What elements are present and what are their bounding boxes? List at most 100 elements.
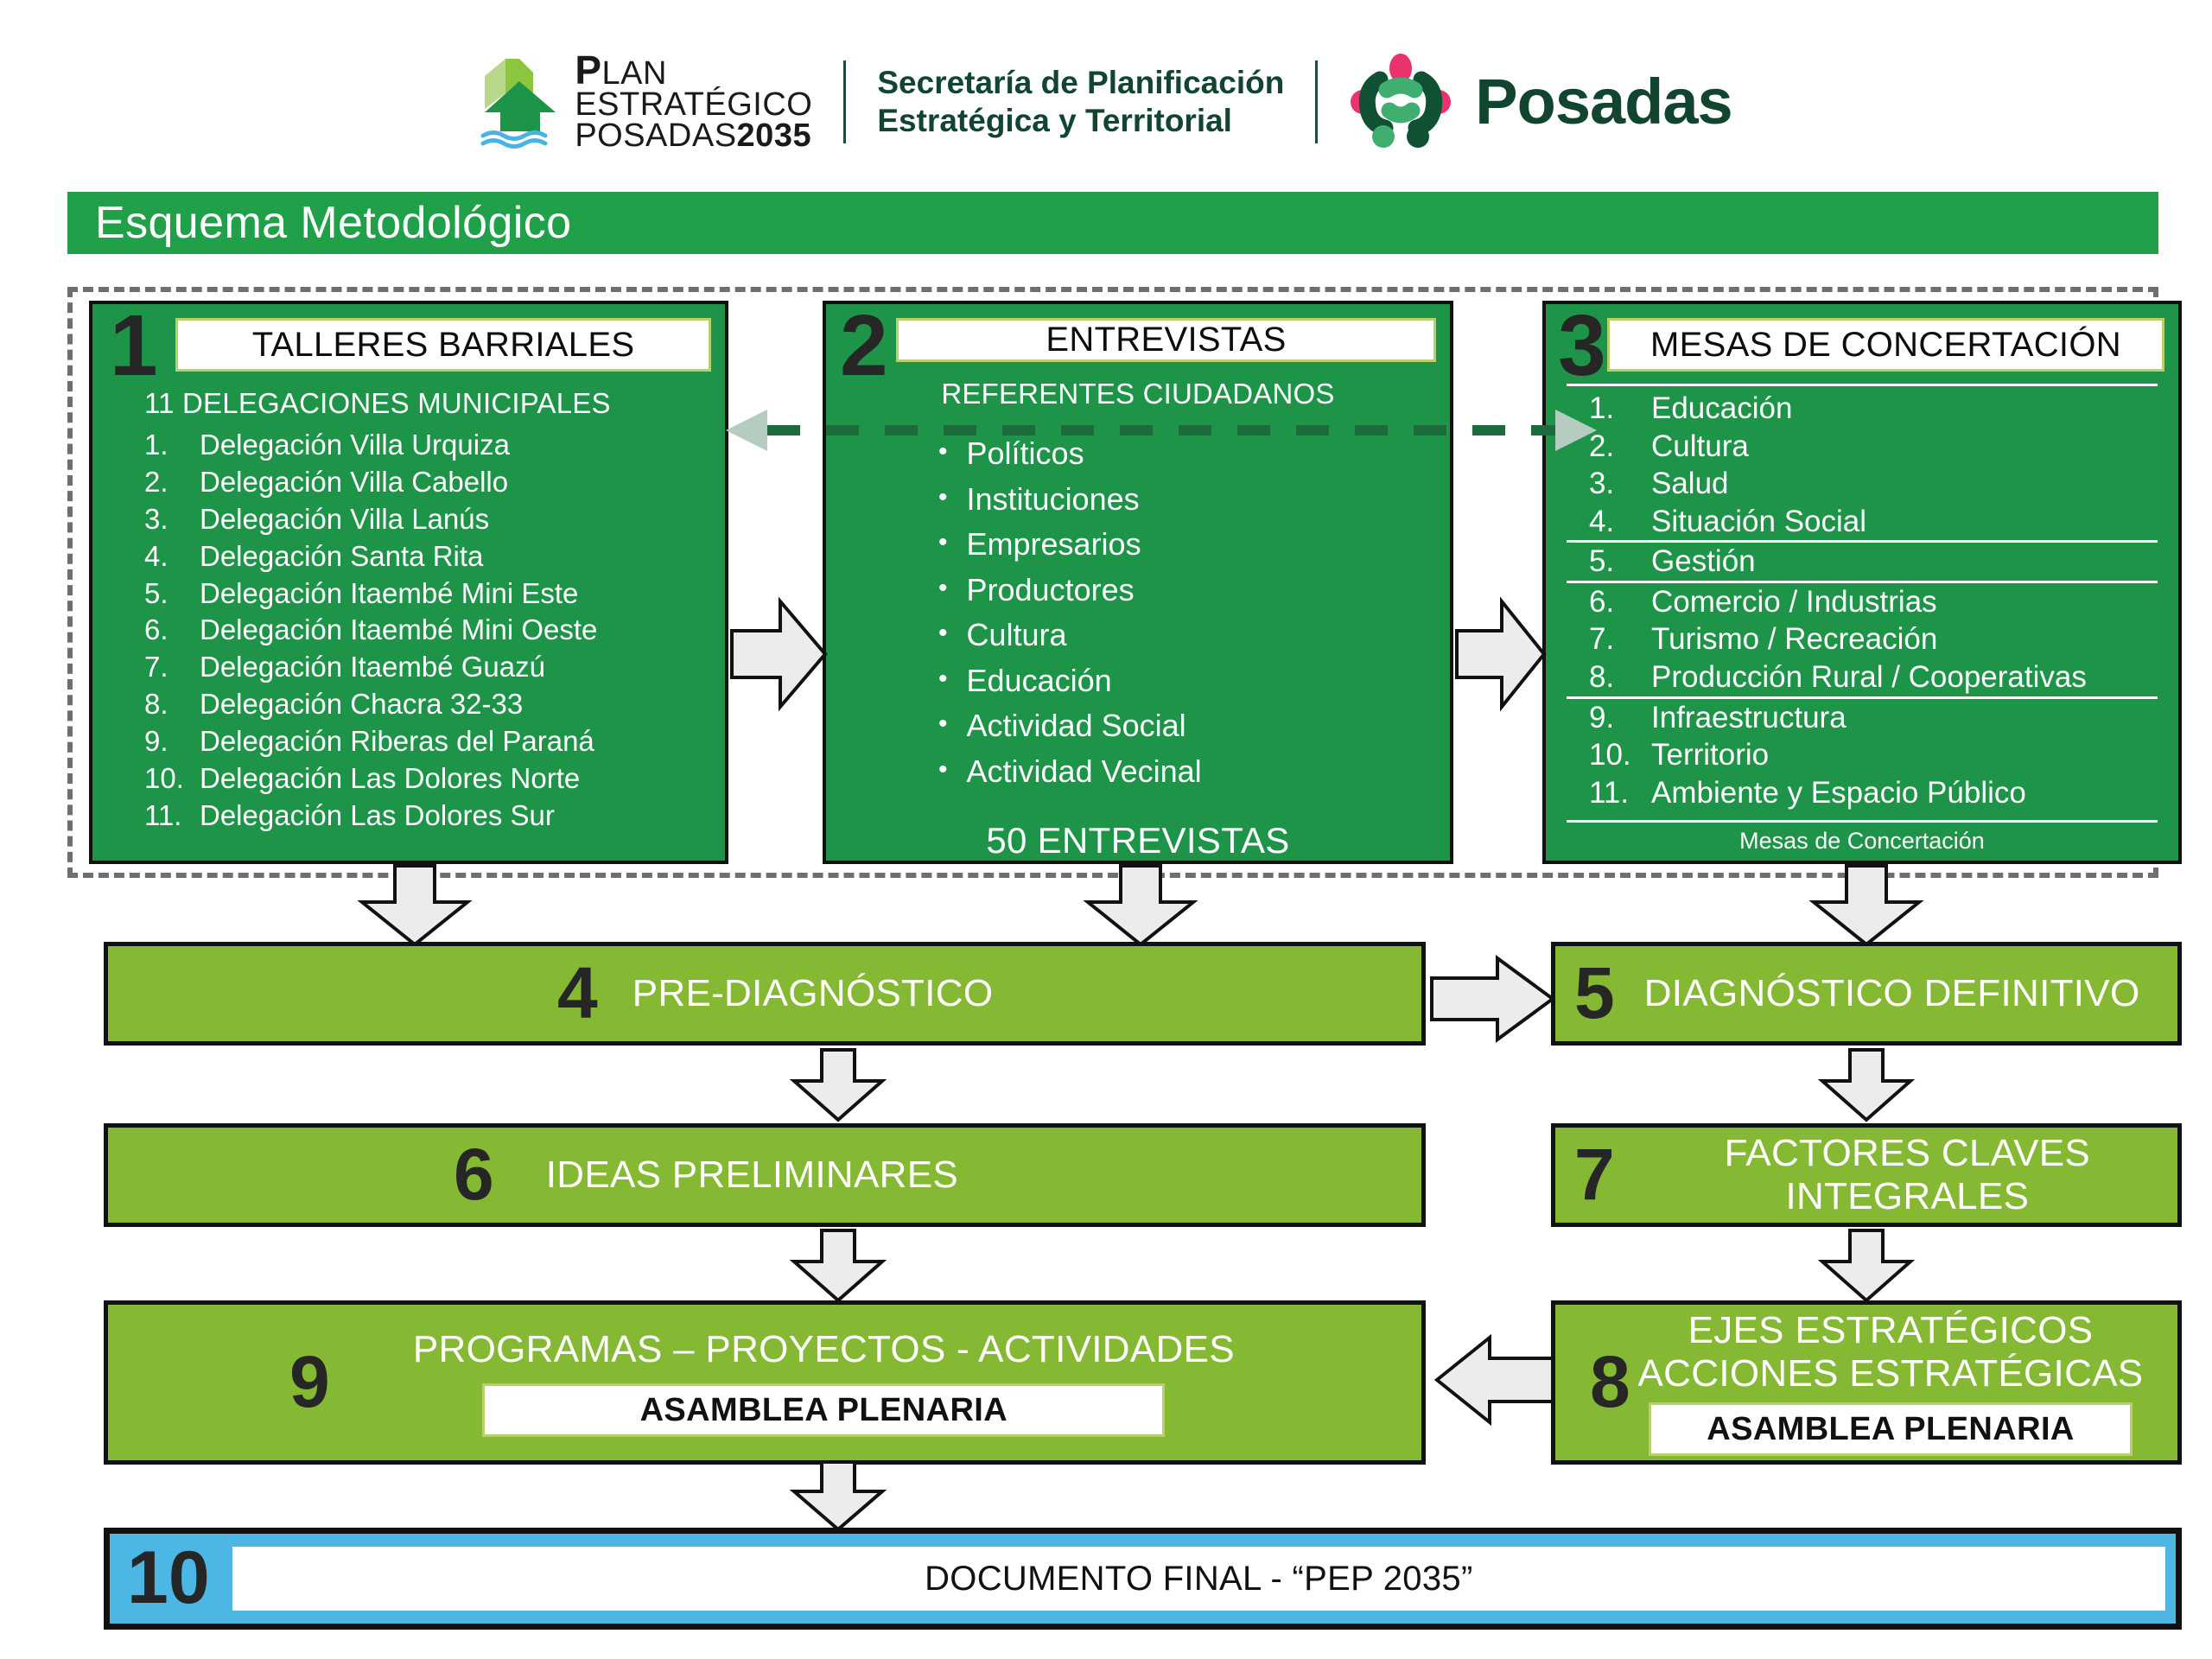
box-2-heading: ENTREVISTAS — [896, 318, 1436, 362]
arrow-box7-down — [1817, 1229, 1916, 1303]
box-1-list-item: 11.Delegación Las Dolores Sur — [144, 798, 725, 835]
box-1-talleres-barriales[interactable]: 1 TALLERES BARRIALES 11 DELEGACIONES MUN… — [89, 301, 728, 864]
box-10-document-label-text: DOCUMENTO FINAL - “PEP 2035” — [925, 1559, 1473, 1598]
box-1-item-number: 6. — [144, 613, 168, 646]
box-9-asamblea-plenaria-text: ASAMBLEA PLENARIA — [639, 1391, 1008, 1428]
box-2-item-label: Instituciones — [966, 480, 1140, 517]
box-1-item-number: 4. — [144, 539, 168, 572]
secretaria-line-1: Secretaría de Planificación — [877, 64, 1285, 100]
box-3-item-number: 9. — [1589, 700, 1615, 734]
box-3-item-number: 11. — [1589, 775, 1630, 810]
box-3-list-item: 2.Cultura — [1567, 428, 2158, 466]
box-3-item-label: Comercio / Industrias — [1651, 584, 1937, 619]
box-2-entrevistas[interactable]: 2 ENTREVISTAS REFERENTES CIUDADANOS •Pol… — [823, 301, 1453, 864]
box-2-list-item: •Políticos — [938, 431, 1450, 477]
box-10-number: 10 — [127, 1536, 210, 1620]
box-2-list-item: •Cultura — [938, 613, 1450, 658]
box-2-list-item: •Actividad Vecinal — [938, 749, 1450, 795]
arrow-box8-to-box9 — [1433, 1333, 1555, 1427]
posadas-logo: Posadas — [1349, 53, 1733, 150]
box-3-item-label: Infraestructura — [1651, 700, 1847, 734]
box-7-factores-claves-integrales[interactable]: 7 FACTORES CLAVES INTEGRALES — [1551, 1123, 2182, 1227]
box-1-item-label: Delegación Itaembé Mini Oeste — [200, 613, 598, 646]
box-3-item-label: Salud — [1651, 467, 1729, 501]
pep-logo-mark-icon — [480, 55, 559, 149]
box-6-label: IDEAS PRELIMINARES — [545, 1154, 959, 1196]
box-1-item-number: 5. — [144, 576, 168, 609]
box-1-item-number: 10. — [144, 762, 184, 795]
box-4-pre-diagnostico[interactable]: 4 PRE-DIAGNÓSTICO — [104, 942, 1426, 1046]
box-2-item-label: Empresarios — [966, 526, 1141, 563]
bullet-icon: • — [938, 528, 948, 557]
box-3-list-item: 3.Salud — [1567, 465, 2158, 503]
box-1-list-item: 2.Delegación Villa Cabello — [144, 464, 725, 501]
arrow-box4-down — [789, 1048, 887, 1122]
page-title-text: Esquema Metodológico — [95, 198, 572, 248]
box-2-item-label: Educación — [966, 662, 1112, 698]
box-3-number: 3 — [1558, 297, 1606, 394]
box-3-item-label: Turismo / Recreación — [1651, 622, 1938, 657]
box-3-list-item: 10.Territorio — [1567, 736, 2158, 774]
box-3-item-number: 1. — [1589, 391, 1615, 425]
box-8-content: EJES ESTRATÉGICOS ACCIONES ESTRATÉGICAS … — [1555, 1309, 2177, 1457]
box-7-number: 7 — [1574, 1134, 1615, 1216]
box-1-item-label: Delegación Itaembé Mini Este — [200, 576, 579, 609]
box-9-asamblea-plenaria[interactable]: ASAMBLEA PLENARIA — [482, 1383, 1166, 1437]
secretaria-title: Secretaría de Planificación Estratégica … — [877, 64, 1284, 139]
box-3-list-item: 8.Producción Rural / Cooperativas — [1567, 658, 2158, 699]
box-8-asamblea-plenaria[interactable]: ASAMBLEA PLENARIA — [1649, 1402, 2133, 1457]
box-1-number: 1 — [110, 297, 158, 394]
box-6-ideas-preliminares[interactable]: 6 IDEAS PRELIMINARES — [104, 1123, 1426, 1227]
box-2-item-label: Políticos — [966, 435, 1084, 471]
box-1-list-item: 4.Delegación Santa Rita — [144, 538, 725, 575]
bullet-icon: • — [938, 664, 948, 693]
box-1-list-item: 9.Delegación Riberas del Paraná — [144, 723, 725, 760]
arrow-box9-down — [789, 1460, 887, 1532]
arrow-box5-down — [1817, 1048, 1916, 1122]
arrow-box6-down — [789, 1229, 887, 1303]
box-3-list-item: 11.Ambiente y Espacio Público — [1567, 774, 2158, 812]
box-3-item-number: 7. — [1589, 622, 1615, 657]
box-2-total: 50 ENTREVISTAS — [986, 820, 1290, 861]
box-3-item-number: 10. — [1589, 738, 1631, 772]
box-3-list-item: 9. Infraestructura — [1567, 699, 2158, 737]
box-9-programas-proyectos-actividades[interactable]: 9 PROGRAMAS – PROYECTOS - ACTIVIDADES AS… — [104, 1300, 1426, 1465]
box-3-top-divider — [1567, 384, 2158, 386]
page-title: Esquema Metodológico — [67, 192, 2158, 254]
box-8-ejes-acciones-estrategicas[interactable]: 8 EJES ESTRATÉGICOS ACCIONES ESTRATÉGICA… — [1551, 1300, 2182, 1465]
box-3-heading-text: MESAS DE CONCERTACIÓN — [1650, 325, 2121, 364]
header-divider-1 — [843, 60, 847, 143]
box-8-number: 8 — [1590, 1341, 1630, 1422]
box-2-heading-text: ENTREVISTAS — [1046, 321, 1287, 359]
box-9-number: 9 — [289, 1341, 330, 1423]
box-3-list-item: 4.Situación Social — [1567, 503, 2158, 543]
posadas-wordmark: Posadas — [1475, 66, 1732, 137]
box-1-list-item: 10.Delegación Las Dolores Norte — [144, 760, 725, 798]
box-3-item-number: 6. — [1589, 584, 1615, 619]
box-3-item-number: 5. — [1589, 544, 1615, 579]
box-1-item-number: 9. — [144, 725, 168, 758]
box-1-item-number: 3. — [144, 502, 168, 535]
bullet-icon: • — [938, 573, 948, 602]
secretaria-line-2: Estratégica y Territorial — [877, 102, 1232, 138]
arrow-box2-down — [1083, 864, 1198, 947]
box-3-item-number: 2. — [1589, 429, 1615, 463]
box-10-documento-final[interactable]: 10 DOCUMENTO FINAL - “PEP 2035” — [104, 1528, 2182, 1630]
arrow-box3-down — [1808, 864, 1924, 947]
box-7-label-line1: FACTORES CLAVES — [1724, 1131, 2091, 1174]
box-8-label-line2: ACCIONES ESTRATÉGICAS — [1637, 1352, 2144, 1395]
plan-estrategico-logo: PLAN ESTRATÉGICO POSADAS2035 — [480, 50, 812, 152]
box-1-item-label: Delegación Las Dolores Sur — [200, 798, 555, 831]
box-3-item-number: 4. — [1589, 504, 1615, 538]
box-1-item-label: Delegación Chacra 32-33 — [200, 688, 524, 721]
box-1-item-number: 8. — [144, 688, 168, 721]
box-3-item-number: 8. — [1589, 659, 1615, 694]
box-2-list-item: •Actividad Social — [938, 703, 1450, 749]
box-3-item-label: Gestión — [1651, 544, 1756, 579]
box-1-heading: TALLERES BARRIALES — [175, 318, 711, 372]
box-9-label: PROGRAMAS – PROYECTOS - ACTIVIDADES — [412, 1328, 1235, 1370]
box-5-diagnostico-definitivo[interactable]: 5 DIAGNÓSTICO DEFINITIVO — [1551, 942, 2182, 1046]
